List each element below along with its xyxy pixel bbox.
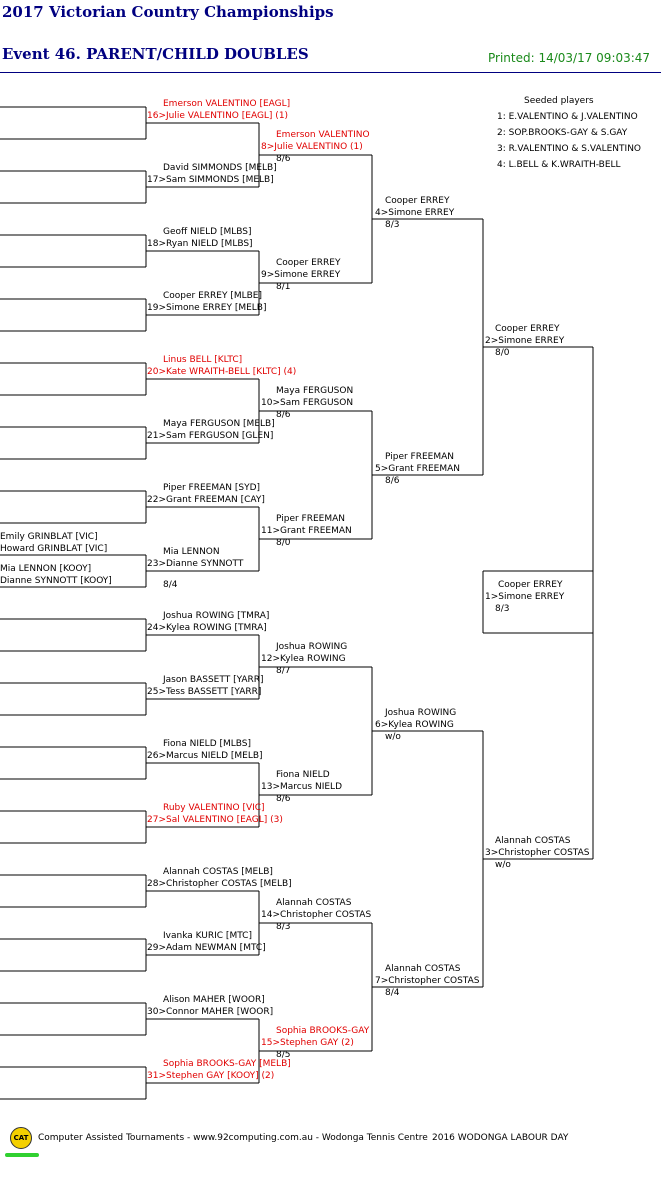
match-player: 17>Sam SIMMONDS [MELB]: [147, 175, 274, 185]
match-player: Cooper ERREY: [385, 196, 450, 206]
champion-player: Cooper ERREY: [498, 580, 563, 590]
match-player: 26>Marcus NIELD [MELB]: [147, 751, 263, 761]
match-player: 10>Sam FERGUSON: [261, 398, 354, 408]
match-score: 8/6: [385, 476, 400, 486]
match-player: Cooper ERREY [MLBE]: [163, 291, 263, 301]
printed-timestamp: Printed: 14/03/17 09:03:47: [488, 51, 651, 65]
match-player: Maya FERGUSON [MELB]: [163, 419, 275, 429]
match-player: 25>Tess BASSETT [YARR]: [147, 687, 262, 697]
match-player: Geoff NIELD [MLBS]: [163, 227, 252, 237]
match-player: 21>Sam FERGUSON [GLEN]: [147, 431, 274, 441]
match-player: Alannah COSTAS [MELB]: [163, 867, 273, 877]
match-player: Piper FREEMAN: [276, 514, 345, 524]
match-player: 12>Kylea ROWING: [261, 654, 346, 664]
match-player: Maya FERGUSON: [276, 386, 354, 396]
champion-score: 8/3: [495, 604, 510, 614]
match-player: 22>Grant FREEMAN [CAY]: [147, 495, 265, 505]
match-player: Alannah COSTAS: [276, 898, 352, 908]
match-player: 13>Marcus NIELD: [261, 782, 342, 792]
seed-entry: 2: SOP.BROOKS-GAY & S.GAY: [497, 128, 628, 138]
match-player: 27>Sal VALENTINO [EAGL] (3): [147, 815, 283, 825]
seeded-players-title: Seeded players: [524, 96, 594, 106]
match-player: 3>Christopher COSTAS: [485, 848, 590, 858]
seed-entry: 4: L.BELL & K.WRAITH-BELL: [497, 160, 621, 170]
prelim-player: Mia LENNON [KOOY]: [0, 564, 92, 574]
match-score: w/o: [385, 732, 401, 742]
match-score: 8/0: [276, 538, 291, 548]
match-player: Piper FREEMAN: [385, 452, 454, 462]
match-player: Fiona NIELD [MLBS]: [163, 739, 252, 749]
prelim-player: Dianne SYNNOTT [KOOY]: [0, 576, 112, 586]
match-player: 4>Simone ERREY: [375, 208, 455, 218]
match-player: 23>Dianne SYNNOTT: [147, 559, 244, 569]
match-player: 16>Julie VALENTINO [EAGL] (1): [147, 111, 289, 121]
match-score: 8/1: [276, 282, 291, 292]
match-score: 8/3: [276, 922, 291, 932]
match-player: Sophia BROOKS-GAY [MELB]: [163, 1059, 291, 1069]
match-score: 8/6: [276, 794, 291, 804]
match-player: Ruby VALENTINO [VIC]: [163, 803, 265, 813]
match-score: 8/0: [495, 348, 510, 358]
event-title: Event 46. PARENT/CHILD DOUBLES: [2, 45, 309, 63]
match-player: Sophia BROOKS-GAY: [276, 1026, 370, 1036]
match-player: 8>Julie VALENTINO (1): [261, 142, 363, 152]
footer-credit: Computer Assisted Tournaments - www.92co…: [38, 1133, 428, 1143]
match-player: Emerson VALENTINO [EAGL]: [163, 99, 291, 109]
match-player: Cooper ERREY: [495, 324, 560, 334]
champion-player: 1>Simone ERREY: [485, 592, 565, 602]
match-score: 8/5: [276, 1050, 291, 1060]
match-player: 5>Grant FREEMAN: [375, 464, 461, 474]
match-player: 24>Kylea ROWING [TMRA]: [147, 623, 267, 633]
prelim-player: Emily GRINBLAT [VIC]: [0, 532, 98, 542]
match-player: 11>Grant FREEMAN: [261, 526, 352, 536]
match-player: Alannah COSTAS: [385, 964, 461, 974]
match-player: 2>Simone ERREY: [485, 336, 565, 346]
seed-entry: 1: E.VALENTINO & J.VALENTINO: [497, 112, 638, 122]
match-player: Joshua ROWING: [276, 642, 348, 652]
match-score: 8/6: [276, 410, 291, 420]
match-player: 15>Stephen GAY (2): [261, 1038, 354, 1048]
championship-title: 2017 Victorian Country Championships: [2, 3, 334, 21]
match-player: 29>Adam NEWMAN [MTC]: [147, 943, 266, 953]
match-player: 9>Simone ERREY: [261, 270, 341, 280]
match-player: David SIMMONDS [MELB]: [163, 163, 277, 173]
match-player: Joshua ROWING [TMRA]: [163, 611, 270, 621]
match-player: 30>Connor MAHER [WOOR]: [147, 1007, 274, 1017]
match-player: 18>Ryan NIELD [MLBS]: [147, 239, 253, 249]
match-player: Joshua ROWING: [385, 708, 457, 718]
match-score: 8/7: [276, 666, 291, 676]
cat-logo: CAT: [10, 1127, 32, 1149]
match-player: Ivanka KURIC [MTC]: [163, 931, 252, 941]
match-player: Alannah COSTAS: [495, 836, 571, 846]
match-player: Piper FREEMAN [SYD]: [163, 483, 261, 493]
match-player: 28>Christopher COSTAS [MELB]: [147, 879, 292, 889]
match-player: Mia LENNON: [163, 547, 220, 557]
header-divider: [0, 72, 661, 73]
match-player: Jason BASSETT [YARR]: [163, 675, 264, 685]
match-player: Cooper ERREY: [276, 258, 341, 268]
match-score: 8/4: [163, 580, 178, 590]
match-score: 8/3: [385, 220, 400, 230]
footer-event-name: 2016 WODONGA LABOUR DAY: [432, 1133, 569, 1143]
match-player: Emerson VALENTINO: [276, 130, 370, 140]
match-player: 7>Christopher COSTAS: [375, 976, 480, 986]
match-score: w/o: [495, 860, 511, 870]
match-player: 20>Kate WRAITH-BELL [KLTC] (4): [147, 367, 297, 377]
match-score: 8/6: [276, 154, 291, 164]
match-player: 19>Simone ERREY [MELB]: [147, 303, 267, 313]
match-player: 6>Kylea ROWING: [375, 720, 454, 730]
match-player: 31>Stephen GAY [KOOY] (2): [147, 1071, 275, 1081]
logo-underline: [5, 1153, 39, 1157]
seed-entry: 3: R.VALENTINO & S.VALENTINO: [497, 144, 642, 154]
prelim-player: Howard GRINBLAT [VIC]: [0, 544, 108, 554]
match-player: Alison MAHER [WOOR]: [163, 995, 265, 1005]
match-player: Linus BELL [KLTC]: [163, 355, 243, 365]
match-score: 8/4: [385, 988, 400, 998]
match-player: Fiona NIELD: [276, 770, 330, 780]
match-player: 14>Christopher COSTAS: [261, 910, 372, 920]
